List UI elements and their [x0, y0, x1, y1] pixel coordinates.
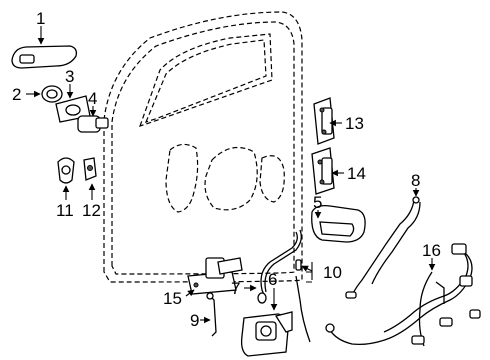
part-striker-clip: [57, 157, 75, 200]
callout-12: 12: [82, 201, 101, 220]
callout-4: 4: [88, 89, 97, 108]
part-door-check: [185, 257, 243, 297]
part-actuator-rod: [244, 229, 302, 304]
part-lock-cylinder: [26, 85, 63, 103]
callout-5: 5: [313, 193, 322, 212]
part-lower-hinge: [311, 147, 344, 195]
part-handle-cable: [345, 188, 421, 299]
callout-15: 15: [163, 289, 182, 308]
part-rod: [200, 292, 217, 337]
callout-11: 11: [56, 201, 74, 220]
callout-10: 10: [323, 263, 342, 282]
door-panel-outline: [103, 11, 303, 283]
callout-6: 6: [268, 270, 277, 289]
part-rod-clip: [83, 157, 97, 200]
callout-13: 13: [345, 114, 364, 133]
part-lock-actuator: [77, 106, 109, 133]
callout-labels: 1 2 3 4 5 6 7 8 9 10 11 12 13 14 15 16: [12, 9, 441, 330]
callout-7: 7: [231, 279, 240, 298]
part-harness-strips: [295, 259, 313, 343]
part-inside-handle: [311, 204, 366, 243]
callout-9: 9: [190, 311, 199, 330]
part-door-latch: [240, 288, 293, 357]
callout-1: 1: [36, 9, 45, 28]
callout-3: 3: [65, 67, 74, 86]
part-wiring-harness: [325, 243, 481, 347]
callout-14: 14: [347, 164, 366, 183]
callout-16: 16: [422, 241, 441, 260]
callout-8: 8: [411, 171, 420, 190]
part-outside-handle: [11, 26, 78, 69]
part-upper-hinge: [313, 97, 342, 145]
callout-2: 2: [12, 85, 21, 104]
